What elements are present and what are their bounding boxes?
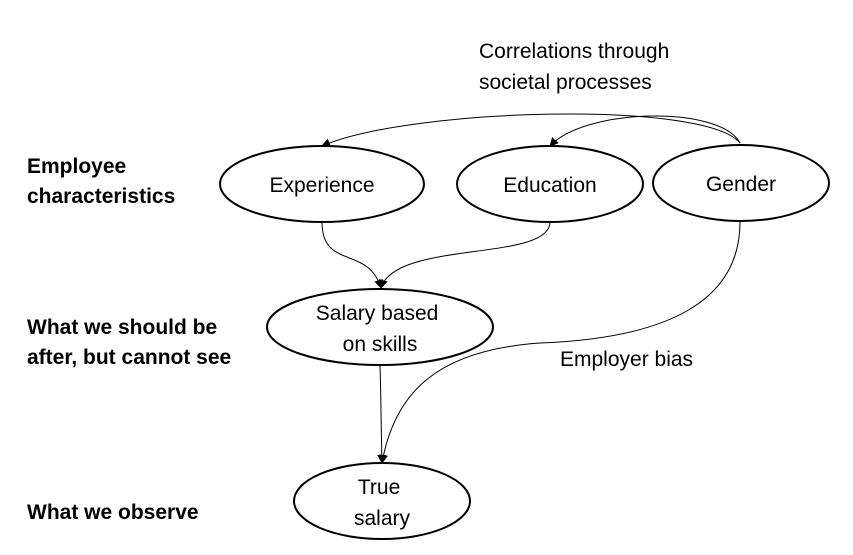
node-salary-based-on-skills: Salary based on skills — [266, 288, 494, 366]
edge-label-line: societal processes — [479, 71, 652, 94]
edge-label-societal: Correlations through societal processes — [479, 40, 675, 94]
edge-gender-to-true-salary — [378, 221, 741, 464]
row-label-line: Employee — [27, 155, 127, 178]
node-experience: Experience — [219, 145, 425, 223]
node-label-line: Salary based — [316, 302, 439, 325]
edge-label-line: Correlations through — [479, 40, 669, 63]
node-label-line: on skills — [343, 333, 418, 356]
node-label: Education — [503, 174, 596, 197]
row-label-line: after, but cannot see — [27, 346, 232, 369]
node-ellipse — [293, 462, 471, 540]
node-gender: Gender — [652, 144, 830, 222]
row-label-employee-characteristics: Employee characteristics — [27, 152, 175, 212]
node-education: Education — [456, 145, 644, 223]
node-label: Salary based on skills — [316, 302, 444, 356]
node-label: Experience — [269, 174, 374, 197]
edge-skills-salary-to-true-salary — [377, 364, 387, 464]
row-label-line: What we should be — [27, 316, 218, 339]
row-label-observed: What we observe — [27, 498, 199, 528]
edge-label-employer-bias: Employer bias — [560, 348, 693, 371]
row-label-line: What we observe — [27, 501, 199, 524]
node-ellipse — [652, 144, 830, 222]
edge-experience-to-skills-salary — [321, 221, 383, 289]
node-label-line: salary — [354, 507, 411, 530]
node-label: Gender — [706, 173, 776, 196]
node-ellipse — [266, 288, 494, 366]
edge-education-to-skills-salary — [378, 221, 551, 289]
node-ellipse — [456, 145, 644, 223]
row-label-line: characteristics — [27, 185, 176, 208]
node-label-line: True — [358, 476, 400, 499]
node-true-salary: True salary — [293, 462, 471, 540]
edge-gender-to-education — [549, 115, 741, 147]
edge-gender-to-experience — [321, 113, 741, 147]
node-label: True salary — [354, 476, 411, 530]
node-ellipse — [219, 145, 425, 223]
row-label-unseen: What we should be after, but cannot see — [27, 313, 231, 373]
